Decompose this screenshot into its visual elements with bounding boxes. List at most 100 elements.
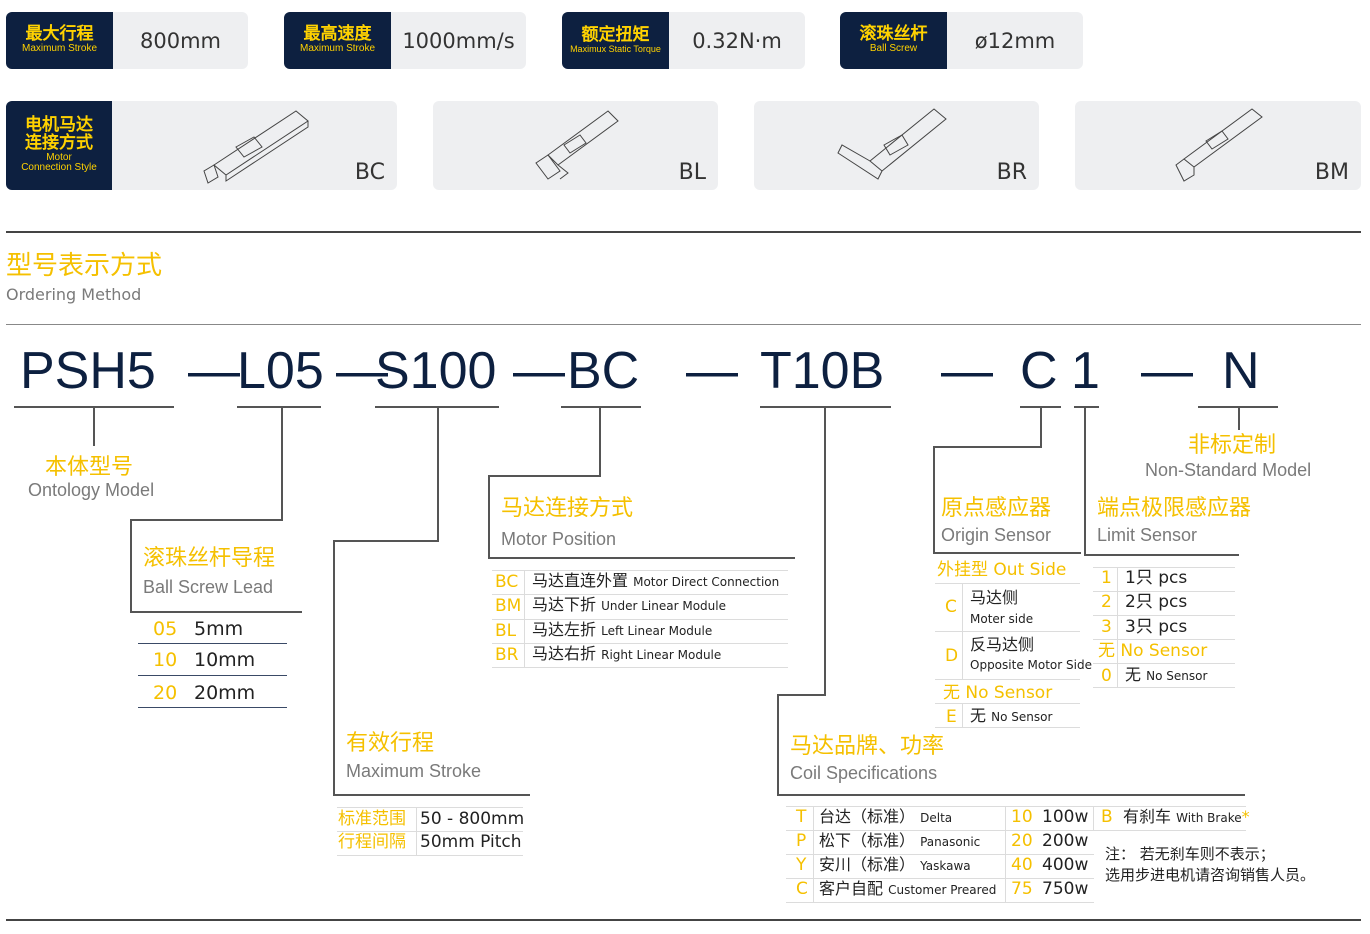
code-dash: — (336, 342, 388, 400)
motor-position-code: BR (495, 645, 519, 665)
ontology-cn: 本体型号 (45, 455, 134, 480)
power-value: 200w (1042, 831, 1089, 851)
origin-outside-header: 外挂型 Out Side (937, 560, 1067, 580)
lead-value: 5mm (194, 618, 244, 640)
motor-connection-cn1: 电机马达 (25, 115, 93, 136)
limit-code: 1 (1101, 568, 1112, 588)
power-value: 100w (1042, 807, 1089, 827)
code-dash: — (188, 342, 240, 400)
limit-cn: 端点极限感应器 (1097, 496, 1252, 521)
motor-position-cn: 马达连接方式 (501, 496, 634, 521)
stroke-range-label: 标准范围 (338, 809, 406, 829)
divider (6, 231, 1361, 233)
ordering-subtitle: Ordering Method (6, 285, 142, 304)
origin-code: C (945, 597, 957, 617)
brand-item: 松下（标准） Panasonic (819, 831, 981, 850)
spec-label-cn: 最大行程 (25, 24, 94, 45)
code-origin: C (1020, 342, 1058, 400)
divider (6, 919, 1361, 921)
spec-value: ø12mm (974, 28, 1056, 53)
motor-style-label: BR (996, 160, 1027, 185)
limit-item: 3只 pcs (1125, 617, 1188, 637)
limit-code: 0 (1101, 666, 1112, 686)
brand-code: Y (796, 855, 807, 875)
linear-module-br-image (837, 108, 947, 180)
code-motor-position: BC (567, 342, 640, 400)
spec-label-en: Maximum Stroke (21, 43, 97, 55)
spec-label-cn: 额定扭矩 (581, 24, 650, 45)
power-code: 75 (1011, 879, 1033, 899)
origin-item-en: Opposite Motor Side (970, 658, 1092, 672)
stroke-range-value: 50 - 800mm (420, 809, 525, 829)
origin-none-item: 无 No Sensor (970, 706, 1053, 725)
lead-value: 10mm (194, 649, 256, 671)
spec-value: 800mm (140, 28, 221, 53)
motor-style-label: BC (354, 160, 385, 185)
origin-en: Origin Sensor (941, 525, 1052, 545)
limit-none-header: 无 No Sensor (1098, 641, 1208, 661)
stroke-cn: 有效行程 (346, 731, 435, 756)
motor-style-label: BL (678, 160, 706, 185)
spec-label-cn: 滚珠丝杆 (859, 24, 928, 45)
brake-item: 有刹车 With Brake* (1123, 807, 1250, 826)
linear-module-bc-image (203, 110, 309, 184)
code-dash: — (513, 342, 565, 400)
origin-none-header: 无 No Sensor (943, 683, 1053, 703)
note-line-2: 选用步进电机请咨询销售人员。 (1105, 866, 1316, 884)
brake-code: B (1101, 807, 1113, 827)
code-dash: — (1141, 342, 1193, 400)
motor-position-code: BC (495, 572, 519, 592)
motor-style-card-bl: BL (433, 101, 718, 190)
power-value: 750w (1042, 879, 1089, 899)
power-code: 40 (1011, 855, 1033, 875)
brand-code: T (796, 807, 807, 827)
lead-code: 10 (153, 649, 178, 671)
lead-cn: 滚珠丝杆导程 (143, 546, 276, 571)
spec-label-cn: 最高速度 (303, 24, 372, 45)
linear-module-bl-image (535, 110, 619, 180)
brand-code: C (796, 879, 808, 899)
limit-code: 3 (1101, 617, 1112, 637)
origin-item-cn: 反马达侧 (970, 635, 1035, 654)
motor-position-item: 马达右折 Right Linear Module (532, 644, 722, 663)
motor-connection-en1: Motor (46, 151, 72, 163)
code-limit: 1 (1071, 342, 1100, 400)
stroke-pitch-value: 50mm Pitch (420, 832, 522, 852)
motor-connection-cn2: 连接方式 (25, 133, 93, 153)
motor-position-item: 马达直连外置 Motor Direct Connection (532, 571, 780, 590)
motor-position-item: 马达左折 Left Linear Module (532, 620, 713, 639)
motor-position-code: BM (495, 596, 522, 616)
power-code: 10 (1011, 807, 1033, 827)
limit-item: 2只 pcs (1125, 592, 1188, 612)
code-series: PSH5 (20, 342, 156, 400)
power-code: 20 (1011, 831, 1033, 851)
motor-position-en: Motor Position (501, 529, 617, 549)
spec-value: 1000mm/s (402, 28, 515, 53)
linear-module-bm-image (1175, 108, 1263, 182)
motor-style-card-br: BR (754, 101, 1039, 190)
origin-item-en: Moter side (970, 612, 1034, 626)
limit-en: Limit Sensor (1097, 525, 1198, 545)
limit-code: 2 (1101, 592, 1112, 612)
lead-code: 20 (153, 682, 178, 704)
spec-value: 0.32N·m (692, 28, 782, 53)
lead-en: Ball Screw Lead (143, 577, 274, 597)
spec-label-en: Maximum Stroke (299, 43, 375, 55)
lead-code: 05 (153, 618, 178, 640)
origin-code: D (945, 646, 959, 666)
origin-item-cn: 马达侧 (970, 588, 1019, 607)
code-dash: — (941, 342, 993, 400)
note-line-1: 注： 若无刹车则不表示； (1105, 845, 1275, 863)
code-dash: — (686, 342, 738, 400)
nonstandard-cn: 非标定制 (1188, 433, 1277, 458)
brand-item: 安川（标准） Yaskawa (819, 855, 971, 874)
lead-value: 20mm (194, 682, 256, 704)
stroke-pitch-label: 行程间隔 (338, 832, 406, 852)
motor-position-code: BL (495, 621, 517, 641)
ontology-en: Ontology Model (28, 480, 155, 500)
